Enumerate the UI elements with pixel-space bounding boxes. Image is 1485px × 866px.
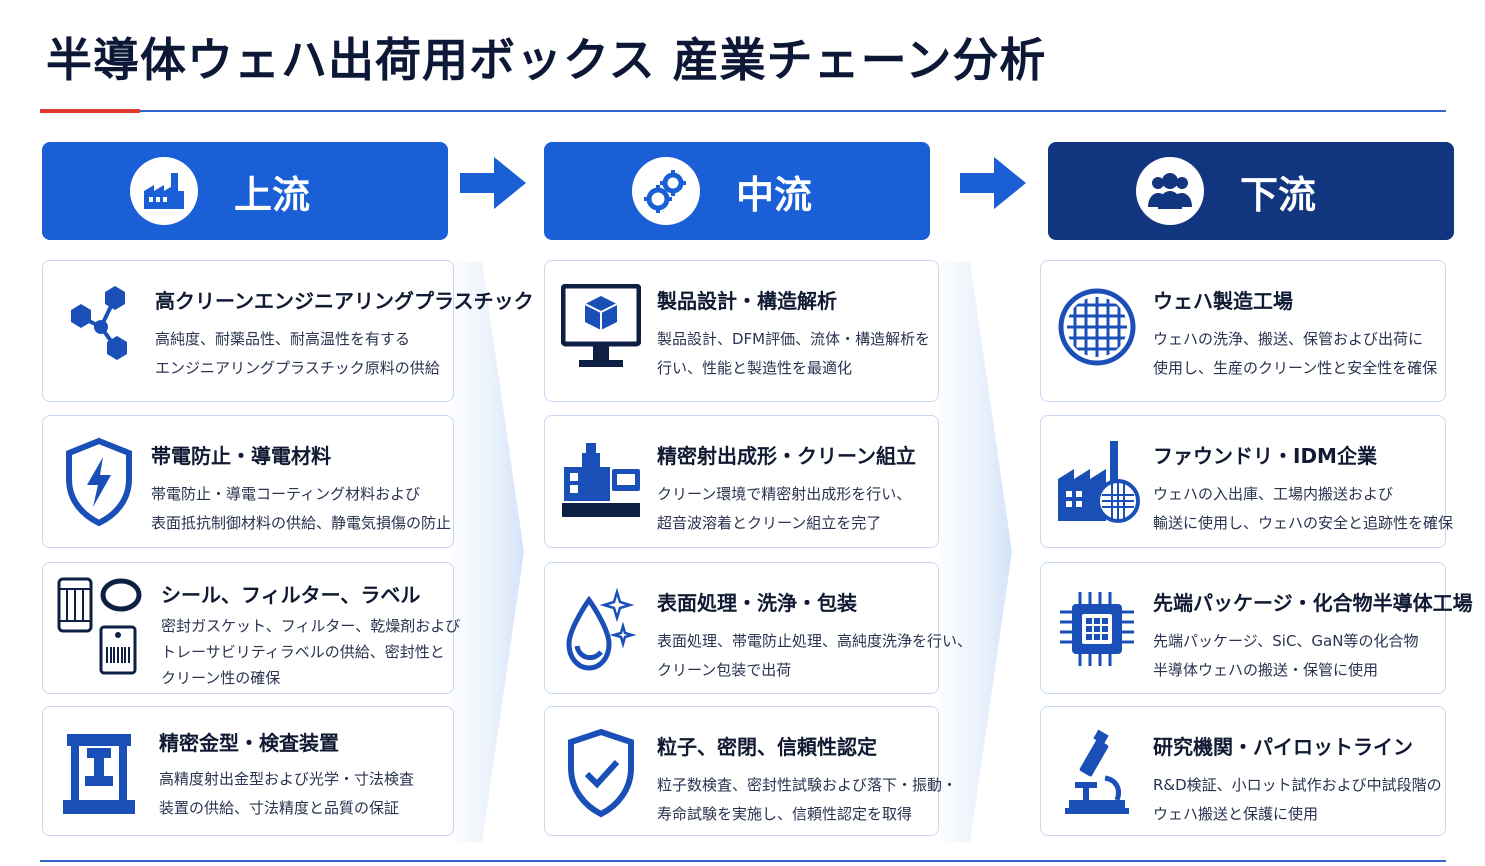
column-label-downstream: 下流 <box>1240 172 1317 217</box>
monitor-cube-icon <box>557 279 645 375</box>
card-description: ウェハの入出庫、工場内搬送および 輸送に使用し、ウェハの安全と追跡性を確保 <box>1153 485 1454 532</box>
card-description: 製品設計、DFM評価、流体・構造解析を 行い、性能と製造性を最適化 <box>657 330 931 377</box>
people-icon <box>1136 157 1204 225</box>
card-foundry-idm: ファウンドリ・IDM企業 ウェハの入出庫、工場内搬送および 輸送に使用し、ウェハ… <box>1040 415 1454 548</box>
arrow-right-icon <box>960 157 1026 209</box>
card-title: 先端パッケージ・化合物半導体工場 <box>1153 591 1473 615</box>
card-description: 粒子数検査、密封性試験および落下・振動・ 寿命試験を実施し、信頼性認定を取得 <box>657 776 958 823</box>
card-title: 帯電防止・導電材料 <box>151 444 331 468</box>
card-description: 密封ガスケット、フィルター、乾燥剤および トレーサビリティラベルの供給、密封性と… <box>161 617 461 687</box>
column-label-midstream: 中流 <box>736 172 813 217</box>
card-seal-filter-label: シール、フィルター、ラベル 密封ガスケット、フィルター、乾燥剤および トレーサビ… <box>42 562 461 694</box>
card-title: 製品設計・構造解析 <box>657 289 837 313</box>
wafer-icon <box>1053 279 1141 375</box>
title-divider-accent <box>40 109 140 113</box>
flow-chevron-1 <box>452 262 524 842</box>
card-surface-treatment: 表面処理・洗浄・包装 表面処理、帯電防止処理、高純度洗浄を行い、 クリーン包装で… <box>544 562 972 694</box>
column-header-upstream: 上流 <box>42 142 448 240</box>
arrow-right-icon <box>460 157 526 209</box>
card-title: 精密金型・検査装置 <box>159 731 339 755</box>
column-label-upstream: 上流 <box>234 172 311 217</box>
card-reliability-certification: 粒子、密閉、信頼性認定 粒子数検査、密封性試験および落下・振動・ 寿命試験を実施… <box>544 706 957 836</box>
title-divider <box>40 110 1446 112</box>
gears-icon <box>632 157 700 225</box>
column-header-midstream: 中流 <box>544 142 930 240</box>
card-title: 研究機関・パイロットライン <box>1153 735 1413 759</box>
card-research-pilot-line: 研究機関・パイロットライン R&D検証、小ロット試作および中試段階の ウェハ搬送… <box>1040 706 1446 836</box>
card-description: 高精度射出金型および光学・寸法検査 装置の供給、寸法精度と品質の保証 <box>159 770 415 817</box>
injection-machine-icon <box>557 434 645 530</box>
card-title: 精密射出成形・クリーン組立 <box>657 444 916 468</box>
card-description: 表面処理、帯電防止処理、高純度洗浄を行い、 クリーン包装で出荷 <box>657 632 973 679</box>
mold-press-icon <box>55 725 143 821</box>
microscope-icon <box>1053 725 1141 821</box>
card-title: 表面処理・洗浄・包装 <box>657 591 857 615</box>
factory-wafer-icon <box>1053 434 1141 530</box>
card-engineering-plastics: 高クリーンエンジニアリングプラスチック 高純度、耐薬品性、耐高温性を有する エン… <box>42 260 534 402</box>
molecule-icon <box>55 279 143 375</box>
card-mold-inspection: 精密金型・検査装置 高精度射出金型および光学・寸法検査 装置の供給、寸法精度と品… <box>42 706 454 836</box>
column-header-downstream: 下流 <box>1048 142 1454 240</box>
card-description: クリーン環境で精密射出成形を行い、 超音波溶着とクリーン組立を完了 <box>657 485 912 532</box>
factory-icon <box>130 157 198 225</box>
card-description: 高純度、耐薬品性、耐高温性を有する エンジニアリングプラスチック原料の供給 <box>155 330 440 377</box>
card-description: ウェハの洗浄、搬送、保管および出荷に 使用し、生産のクリーン性と安全性を確保 <box>1153 330 1438 377</box>
check-shield-icon <box>557 725 645 821</box>
card-description: R&D検証、小ロット試作および中試段階の ウェハ搬送と保護に使用 <box>1153 776 1442 823</box>
column-upstream: 上流 高クリーンエンジニアリングプラスチック 高純度、耐薬品性、耐高温性を有する… <box>42 142 534 836</box>
chip-icon <box>1053 581 1141 677</box>
card-description: 先端パッケージ、SiC、GaN等の化合物 半導体ウェハの搬送・保管に使用 <box>1153 632 1419 679</box>
card-antistatic-materials: 帯電防止・導電材料 帯電防止・導電コーティング材料および 表面抵抗制御材料の供給… <box>42 415 454 548</box>
card-description: 帯電防止・導電コーティング材料および 表面抵抗制御材料の供給、静電気損傷の防止 <box>151 485 452 532</box>
card-title: ファウンドリ・IDM企業 <box>1153 444 1377 468</box>
card-injection-molding: 精密射出成形・クリーン組立 クリーン環境で精密射出成形を行い、 超音波溶着とクリ… <box>544 415 939 548</box>
page-title: 半導体ウェハ出荷用ボックス 産業チェーン分析 <box>46 33 1047 87</box>
card-title: シール、フィルター、ラベル <box>161 583 421 607</box>
bottom-divider <box>40 860 1446 862</box>
card-product-design: 製品設計・構造解析 製品設計、DFM評価、流体・構造解析を 行い、性能と製造性を… <box>544 260 939 402</box>
flow-chevron-2 <box>940 262 1012 842</box>
card-advanced-packaging: 先端パッケージ・化合物半導体工場 先端パッケージ、SiC、GaN等の化合物 半導… <box>1040 562 1473 694</box>
column-midstream: 中流 製品設計・構造解析 製品設計、DFM評価、流体・構造解析を 行い、性能と製… <box>544 142 972 836</box>
water-drop-sparkle-icon <box>557 581 645 677</box>
card-title: 高クリーンエンジニアリングプラスチック <box>155 289 534 313</box>
card-title: 粒子、密閉、信頼性認定 <box>657 735 877 759</box>
card-title: ウェハ製造工場 <box>1153 289 1293 313</box>
column-downstream: 下流 ウェハ製造工場 ウェハの洗浄、搬送、保管および出荷に 使用し、生産のクリー… <box>1040 142 1473 836</box>
card-wafer-fab: ウェハ製造工場 ウェハの洗浄、搬送、保管および出荷に 使用し、生産のクリーン性と… <box>1040 260 1446 402</box>
seal-filter-label-icon <box>55 577 143 675</box>
lightning-shield-icon <box>55 434 143 530</box>
